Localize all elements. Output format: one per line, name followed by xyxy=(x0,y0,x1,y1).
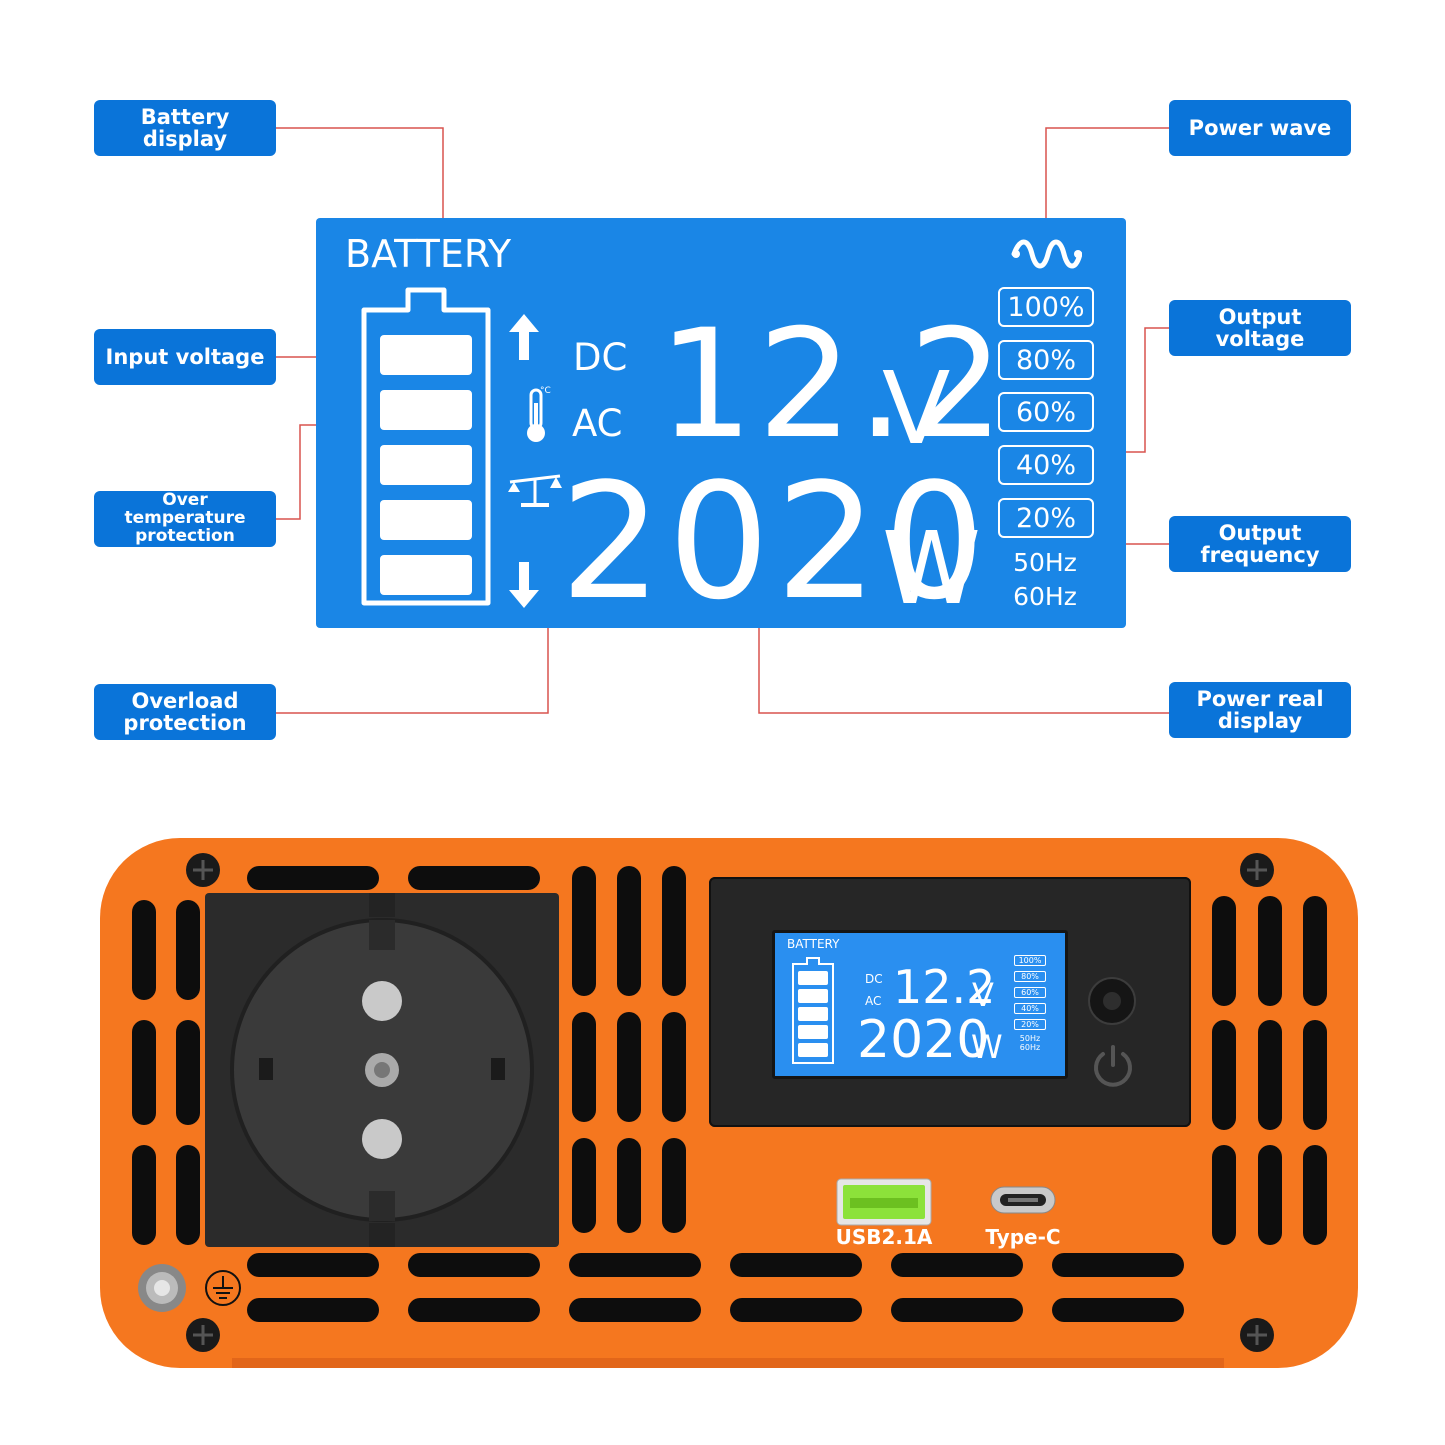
screw-icon xyxy=(1240,1318,1274,1352)
vent-slot xyxy=(1258,1020,1282,1130)
callout-battery-display: Battery display xyxy=(94,100,276,156)
callout-power-real-display: Power real display xyxy=(1169,682,1351,738)
lcd-power-unit: W xyxy=(882,510,981,627)
usb-port[interactable] xyxy=(836,1178,932,1226)
mini-power-unit: W xyxy=(971,1028,1003,1066)
vent-slot xyxy=(1303,1020,1327,1130)
lcd-pct-40: 40% xyxy=(998,445,1094,485)
mini-freq-50: 50Hz xyxy=(1019,1034,1041,1043)
mini-freq-60: 60Hz xyxy=(1019,1043,1041,1052)
ac-socket[interactable] xyxy=(205,893,559,1247)
lcd-pct-60: 60% xyxy=(998,392,1094,432)
mini-voltage-value: 12.2 xyxy=(893,960,996,1014)
vent-slot xyxy=(572,1138,596,1233)
temp-unit-label: °C xyxy=(540,386,551,396)
vent-slot xyxy=(1212,1020,1236,1130)
screw-icon xyxy=(186,1318,220,1352)
mini-pct-40: 40% xyxy=(1014,1003,1046,1014)
mini-pct-60: 60% xyxy=(1014,987,1046,998)
vent-slot xyxy=(132,1145,156,1245)
lcd-pct-100: 100% xyxy=(998,287,1094,327)
mini-pct-100: 100% xyxy=(1014,955,1046,966)
vent-slot xyxy=(1258,1145,1282,1245)
mini-power-value: 2020 xyxy=(857,1010,990,1070)
lcd-pct-20: 20% xyxy=(998,498,1094,538)
vent-slot xyxy=(617,1012,641,1122)
vent-slot xyxy=(662,1138,686,1233)
vent-slot xyxy=(408,866,540,890)
vent-slot xyxy=(247,1253,379,1277)
lcd-power-value: 2020 xyxy=(560,448,992,635)
vent-slot xyxy=(617,866,641,996)
typec-label: Type-C xyxy=(985,1225,1061,1249)
vent-slot xyxy=(1303,1145,1327,1245)
screw-icon xyxy=(186,853,220,887)
vent-slot xyxy=(1303,896,1327,1006)
arrow-down-icon xyxy=(509,562,539,608)
vent-slot xyxy=(1212,896,1236,1006)
vent-slot xyxy=(1052,1253,1184,1277)
vent-slot xyxy=(1052,1298,1184,1322)
vent-slot xyxy=(617,1138,641,1233)
lcd-battery-label: BATTERY xyxy=(345,232,512,276)
power-button-icon[interactable] xyxy=(1090,1042,1136,1088)
vent-slot xyxy=(176,1020,200,1125)
mini-pct-column: 100% 80% 60% 40% 20% 50Hz 60Hz xyxy=(1014,955,1046,1052)
vent-slot xyxy=(132,900,156,1000)
thermometer-icon xyxy=(527,388,545,442)
callout-overload: Overload protection xyxy=(94,684,276,740)
vent-slot xyxy=(569,1253,701,1277)
vent-slot xyxy=(891,1253,1023,1277)
overload-scale-icon xyxy=(508,474,562,507)
vent-slot xyxy=(408,1298,540,1322)
arrow-up-icon xyxy=(509,314,539,360)
callout-power-wave: Power wave xyxy=(1169,100,1351,156)
callout-output-voltage: Output voltage xyxy=(1169,300,1351,356)
callout-input-voltage: Input voltage xyxy=(94,329,276,385)
vent-slot xyxy=(247,1298,379,1322)
lcd-voltage-unit: V xyxy=(882,350,951,467)
vent-slot xyxy=(662,1012,686,1122)
vent-slot xyxy=(1258,896,1282,1006)
lcd-dc-label: DC xyxy=(573,336,628,379)
mini-pct-80: 80% xyxy=(1014,971,1046,982)
lcd-freq-50: 50Hz xyxy=(1013,548,1077,577)
vent-slot xyxy=(572,866,596,996)
mini-voltage-unit: V xyxy=(972,976,994,1014)
housing-bottom-edge xyxy=(232,1358,1224,1368)
vent-slot xyxy=(247,866,379,890)
mini-dc-label: DC xyxy=(865,972,883,986)
lcd-pct-80: 80% xyxy=(998,340,1094,380)
mini-battery-label: BATTERY xyxy=(787,937,840,951)
battery-level-icon xyxy=(361,287,491,606)
vent-slot xyxy=(730,1298,862,1322)
vent-slot xyxy=(176,1145,200,1245)
vent-slot xyxy=(891,1298,1023,1322)
mini-ac-label: AC xyxy=(865,994,882,1008)
usb-label: USB2.1A xyxy=(835,1225,933,1249)
lcd-ac-label: AC xyxy=(572,402,623,445)
vent-slot xyxy=(176,900,200,1000)
mini-battery-icon xyxy=(792,957,834,1064)
vent-slot xyxy=(132,1020,156,1125)
typec-port[interactable] xyxy=(990,1186,1056,1214)
vent-slot xyxy=(662,866,686,996)
lcd-freq-60: 60Hz xyxy=(1013,582,1077,611)
callout-over-temperature: Over temperature protection xyxy=(94,491,276,547)
lcd-voltage-value: 12.2 xyxy=(658,298,1008,472)
ground-icon xyxy=(205,1270,241,1306)
vent-slot xyxy=(408,1253,540,1277)
callout-output-frequency: Output frequency xyxy=(1169,516,1351,572)
vent-slot xyxy=(572,1012,596,1122)
screw-icon xyxy=(1240,853,1274,887)
control-knob[interactable] xyxy=(1087,976,1137,1026)
mini-pct-20: 20% xyxy=(1014,1019,1046,1030)
vent-slot xyxy=(1212,1145,1236,1245)
vent-slot xyxy=(569,1298,701,1322)
vent-slot xyxy=(730,1253,862,1277)
ground-terminal[interactable] xyxy=(134,1260,190,1316)
sine-wave-icon xyxy=(1011,239,1082,269)
